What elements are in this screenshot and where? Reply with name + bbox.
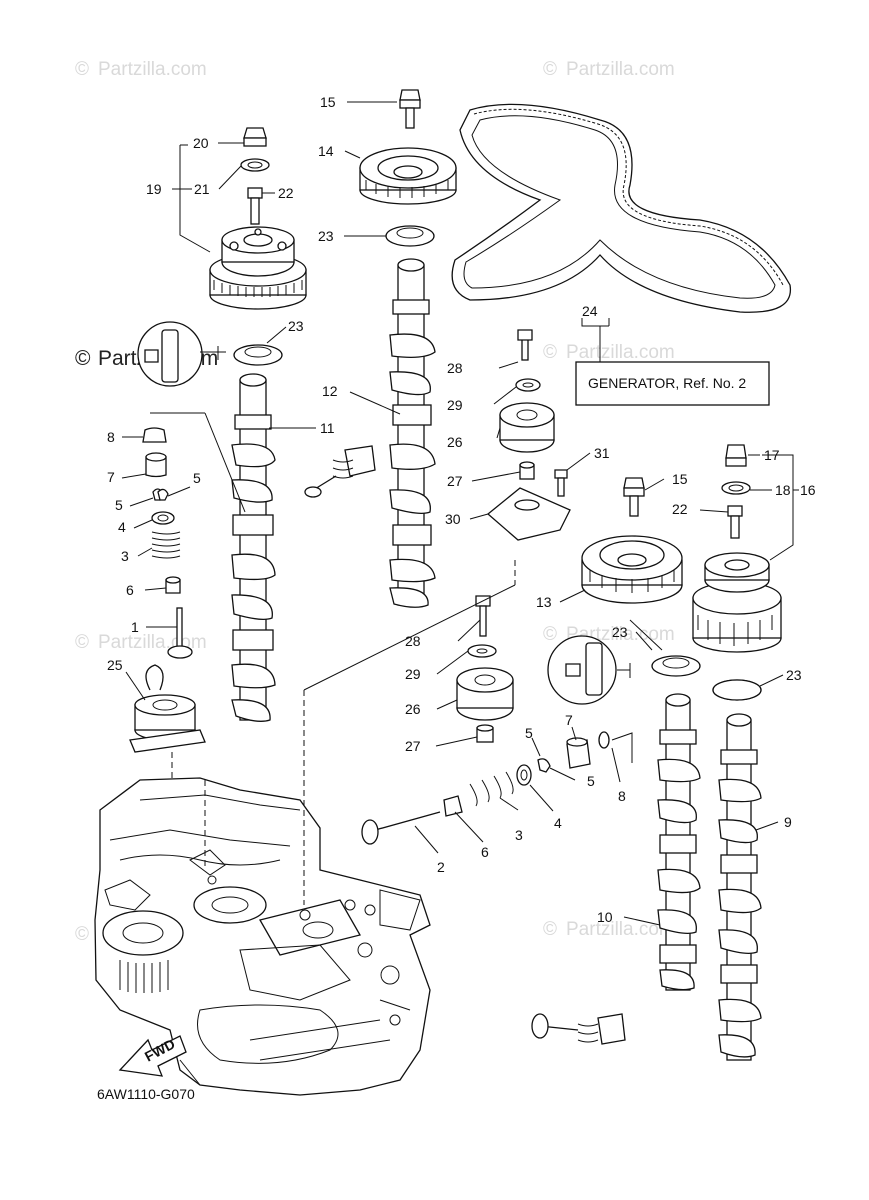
watermark-symbol: ©	[543, 59, 557, 80]
callout-13[interactable]: 13	[536, 594, 552, 610]
watermark-text: Partzilla.com	[98, 59, 207, 80]
camshaft-pulley-left[interactable]	[209, 127, 307, 366]
camshaft-right-9[interactable]	[712, 679, 762, 1061]
camshaft-left[interactable]	[231, 373, 276, 722]
callout-18[interactable]: 18	[775, 482, 791, 498]
callout-4[interactable]: 4	[118, 519, 126, 535]
camshaft-center[interactable]	[359, 89, 457, 608]
callout-12[interactable]: 12	[322, 383, 338, 399]
callout-6[interactable]: 6	[126, 582, 134, 598]
cylinder-head[interactable]	[94, 777, 431, 1096]
callout-21[interactable]: 21	[194, 181, 210, 197]
watermark-symbol: ©	[75, 924, 89, 945]
callout-23[interactable]: 23	[612, 624, 628, 640]
watermark-symbol: ©	[543, 342, 557, 363]
fwd-arrow: FWD	[118, 1035, 187, 1077]
valve-assembly-center[interactable]	[304, 445, 376, 498]
callout-19[interactable]: 19	[146, 181, 162, 197]
idler-lower[interactable]	[456, 595, 514, 743]
callout-29[interactable]: 29	[405, 666, 421, 682]
timing-belt[interactable]	[451, 103, 792, 313]
callout-2[interactable]: 2	[437, 859, 445, 875]
valve-assembly-right[interactable]	[531, 1013, 626, 1045]
inset-detail-left	[137, 321, 226, 387]
watermark-text: Partzilla.com	[566, 59, 675, 80]
watermark-symbol-dark: ©	[75, 347, 91, 370]
callout-31[interactable]: 31	[594, 445, 610, 461]
callout-28[interactable]: 28	[405, 633, 421, 649]
camshaft-pulley-assembly-right[interactable]	[692, 444, 782, 653]
generator-note-text: GENERATOR, Ref. No. 2	[588, 375, 746, 391]
callout-1[interactable]: 1	[131, 619, 139, 635]
inset-detail-right	[547, 619, 663, 705]
callout-17[interactable]: 17	[764, 447, 780, 463]
callout-26[interactable]: 26	[405, 701, 421, 717]
callout-5[interactable]: 5	[193, 470, 201, 486]
callout-5[interactable]: 5	[115, 497, 123, 513]
callout-5[interactable]: 5	[525, 725, 533, 741]
callout-23[interactable]: 23	[318, 228, 334, 244]
callout-27[interactable]: 27	[447, 473, 463, 489]
callout-15[interactable]: 15	[320, 94, 336, 110]
idler-upper[interactable]	[486, 329, 571, 541]
callout-29[interactable]: 29	[447, 397, 463, 413]
callout-15[interactable]: 15	[672, 471, 688, 487]
watermark-symbol: ©	[543, 919, 557, 940]
belt-tensioner-left[interactable]	[129, 664, 206, 780]
callout-8[interactable]: 8	[107, 429, 115, 445]
callout-27[interactable]: 27	[405, 738, 421, 754]
callout-16[interactable]: 16	[800, 482, 816, 498]
callout-10[interactable]: 10	[597, 909, 613, 925]
callout-14[interactable]: 14	[318, 143, 334, 159]
callout-26[interactable]: 26	[447, 434, 463, 450]
callout-22[interactable]: 22	[672, 501, 688, 517]
callout-5[interactable]: 5	[587, 773, 595, 789]
callout-3[interactable]: 3	[515, 827, 523, 843]
callout-11[interactable]: 11	[320, 420, 335, 436]
valve-stack-left[interactable]	[142, 427, 193, 659]
watermark-symbol: ©	[75, 632, 89, 653]
watermark-text: Partzilla.com	[566, 342, 675, 363]
camshaft-pulley-right[interactable]	[581, 477, 683, 604]
callout-3[interactable]: 3	[121, 548, 129, 564]
callout-23[interactable]: 23	[786, 667, 802, 683]
generator-note: GENERATOR, Ref. No. 2	[575, 318, 770, 406]
callout-23[interactable]: 23	[288, 318, 304, 334]
callout-9[interactable]: 9	[784, 814, 792, 830]
callout-6[interactable]: 6	[481, 844, 489, 860]
watermark-symbol: ©	[543, 624, 557, 645]
valve-stack-center[interactable]	[361, 731, 633, 845]
callout-28[interactable]: 28	[447, 360, 463, 376]
callout-22[interactable]: 22	[278, 185, 294, 201]
callout-7[interactable]: 7	[565, 712, 573, 728]
callout-30[interactable]: 30	[445, 511, 461, 527]
diagram-code: 6AW1110-G070	[97, 1086, 195, 1102]
camshaft-right-10[interactable]	[651, 655, 701, 991]
watermark-text: Partzilla.com	[566, 919, 675, 940]
watermark-symbol: ©	[75, 59, 89, 80]
leader-lines	[121, 101, 799, 926]
callout-4[interactable]: 4	[554, 815, 562, 831]
callout-7[interactable]: 7	[107, 469, 115, 485]
callout-20[interactable]: 20	[193, 135, 209, 151]
oil-seal-right[interactable]	[712, 679, 762, 701]
callout-24[interactable]: 24	[582, 303, 598, 319]
callout-8[interactable]: 8	[618, 788, 626, 804]
callout-25[interactable]: 25	[107, 657, 123, 673]
callouts: 15 14 23 20 19 21 22 23 24 28 29 12 11 8…	[107, 94, 816, 925]
